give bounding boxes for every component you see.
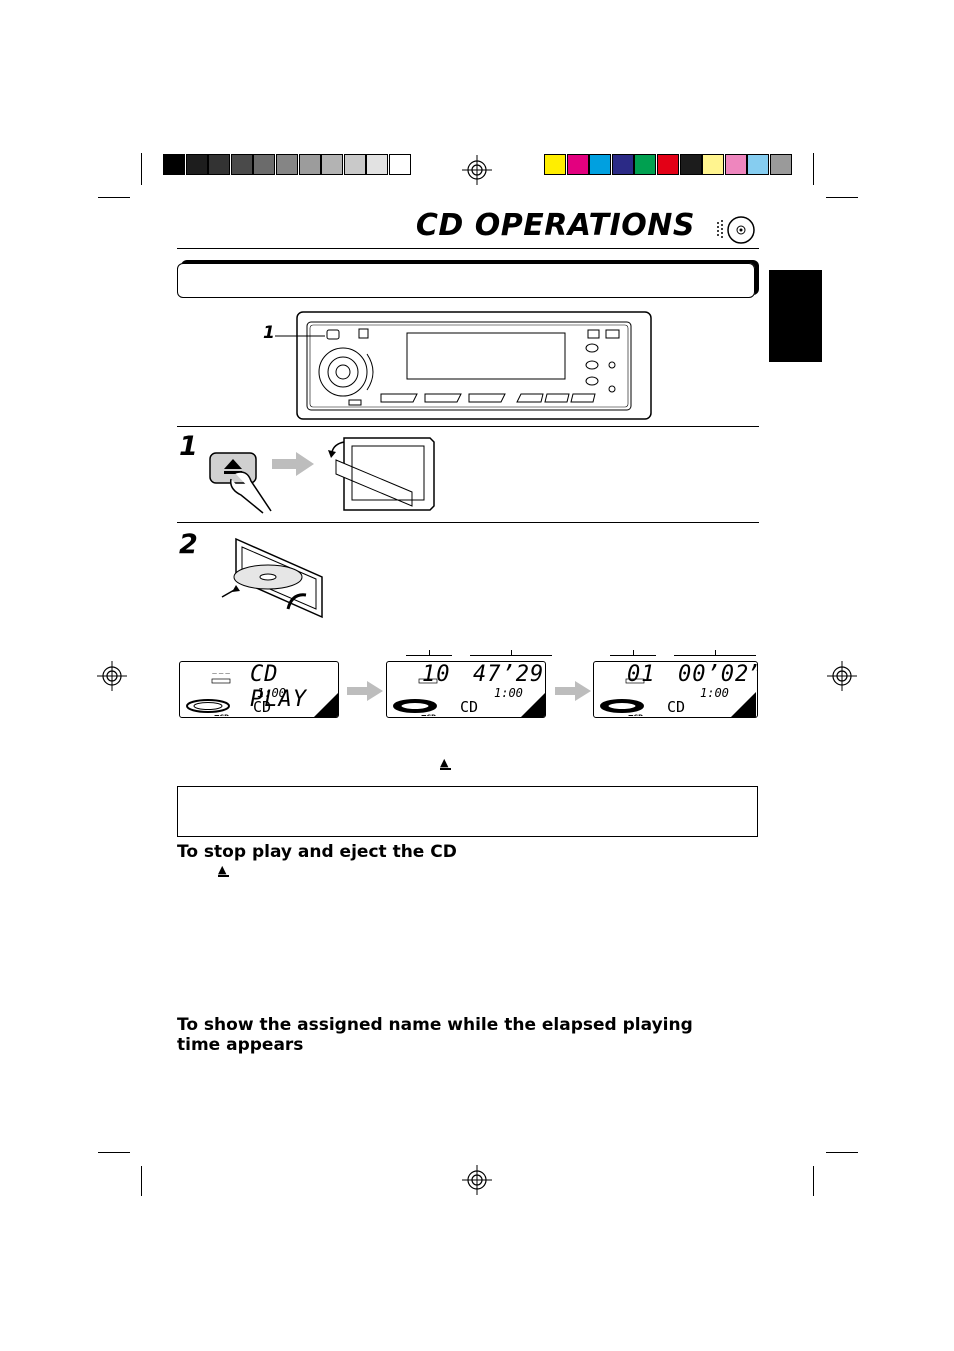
crop-mark: [98, 1152, 130, 1153]
display-main-text: CD PLAY: [250, 662, 307, 712]
eject-icon: ▲: [218, 863, 227, 876]
arrow-icon: [272, 452, 314, 476]
crop-mark: [826, 1152, 858, 1153]
color-swatch: [544, 154, 566, 175]
color-swatch: [634, 154, 657, 175]
registration-target-icon: [462, 1165, 492, 1195]
page-title: CD OPERATIONS: [415, 208, 695, 243]
display-mode: CD: [667, 698, 686, 716]
crop-mark: [826, 197, 858, 198]
color-swatch: [298, 154, 321, 175]
heading-show-name: To show the assigned name while the elap…: [177, 1015, 693, 1055]
color-swatch: [770, 154, 792, 175]
svg-text:■CD: ■CD: [421, 714, 436, 716]
callout-bracket: [470, 655, 552, 656]
step-divider: [177, 426, 759, 427]
step-divider: [177, 522, 759, 523]
callout-bracket: [406, 655, 452, 656]
crop-mark: [98, 197, 130, 198]
color-swatch: [747, 154, 770, 175]
note-box: [177, 786, 758, 837]
svg-text:■CD: ■CD: [628, 714, 643, 716]
registration-target-icon: [827, 661, 857, 691]
color-swatch: [366, 154, 389, 175]
disc-indicator-icon: ■CD: [393, 678, 438, 716]
color-swatch: [702, 154, 725, 175]
eject-icon-base: [440, 768, 451, 770]
panel-opening-illustration: [328, 437, 435, 511]
crop-mark: [813, 153, 814, 185]
color-swatch: [389, 154, 411, 175]
svg-text:— — —: — — —: [212, 671, 230, 677]
level-meter-icon: [521, 693, 545, 717]
callout-bracket: [429, 650, 430, 655]
color-swatch: [230, 154, 253, 175]
crop-mark: [141, 1166, 142, 1196]
color-swatch: [276, 154, 298, 175]
registration-target-icon: [462, 155, 492, 185]
arrow-icon: [347, 681, 383, 701]
disc-indicator-icon: ■CD: [600, 678, 645, 716]
display-clock: 1:00: [494, 686, 523, 700]
display-mode: CD: [460, 698, 479, 716]
insert-cd-illustration: [221, 537, 323, 619]
color-swatch: [343, 154, 366, 175]
display-elapsed-time: 00’02”: [678, 662, 758, 687]
color-swatch: [724, 154, 747, 175]
color-swatch: [185, 154, 208, 175]
callout-bracket: [511, 650, 512, 655]
crop-mark: [141, 153, 142, 185]
heading-stop-eject: To stop play and eject the CD: [177, 842, 457, 862]
callout-bracket: [674, 655, 756, 656]
language-tab: [769, 270, 822, 362]
display-track-number: 01: [627, 662, 656, 687]
color-swatch: [589, 154, 612, 175]
display-track-number: 10: [422, 662, 451, 687]
cd-disc-icon: [717, 216, 755, 244]
level-meter-icon: [731, 692, 756, 717]
color-swatch: [657, 154, 679, 175]
color-swatch: [679, 154, 702, 175]
display-clock: 1:00: [257, 686, 286, 700]
press-eject-illustration: [209, 452, 272, 514]
color-swatch: [208, 154, 231, 175]
svg-text:■CD: ■CD: [214, 714, 229, 716]
color-swatch: [253, 154, 276, 175]
callout-bracket: [633, 650, 634, 655]
display-clock: 1:00: [700, 686, 729, 700]
callout-number: 1: [263, 323, 275, 343]
color-swatch: [321, 154, 344, 175]
eject-icon: ▲: [440, 756, 449, 769]
display-mode: CD: [253, 698, 272, 716]
step-number: 1: [179, 431, 198, 462]
color-swatch: [163, 154, 185, 175]
disc-indicator-icon: — — — ■CD: [186, 671, 231, 716]
display-elapsed-time: 47’29”: [473, 662, 545, 687]
section-heading-box: [177, 263, 755, 298]
display-track-time: ■CD 01 00’02” 1:00 CD: [593, 661, 758, 718]
callout-bracket: [610, 655, 656, 656]
level-meter-icon: [314, 693, 338, 717]
control-panel-illustration: [275, 311, 652, 420]
callout-bracket: [715, 650, 716, 655]
arrow-icon: [555, 681, 591, 701]
crop-mark: [813, 1166, 814, 1196]
title-rule: [177, 248, 759, 249]
display-track-time: ■CD 10 47’29” 1:00 CD: [386, 661, 546, 718]
registration-target-icon: [97, 661, 127, 691]
display-cd-play: — — — ■CD CD PLAY 1:00 CD: [179, 661, 339, 718]
step-number: 2: [179, 529, 198, 560]
eject-icon-base: [218, 875, 229, 877]
color-swatch: [566, 154, 589, 175]
color-swatch: [611, 154, 634, 175]
